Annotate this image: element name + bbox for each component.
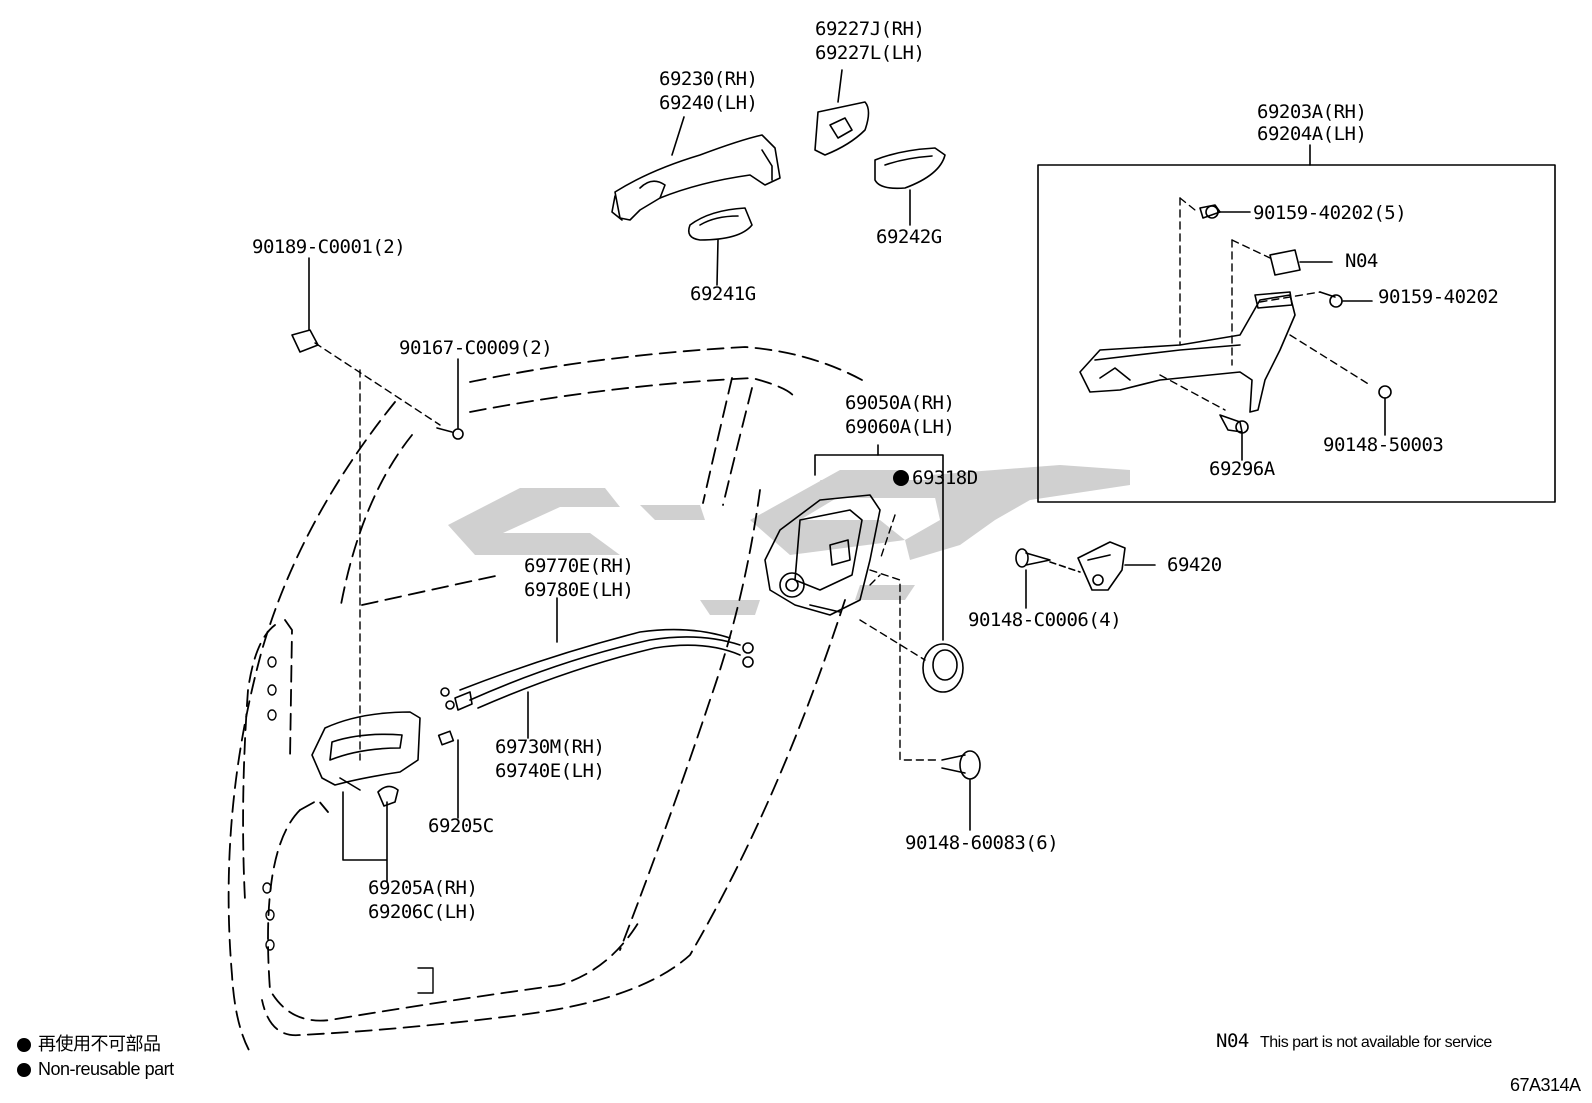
leader-inner bbox=[342, 791, 388, 883]
door-holes bbox=[262, 656, 434, 994]
legend-bullet-jp bbox=[17, 1038, 31, 1052]
label-screw-c0009: 90167-C0009(2) bbox=[399, 337, 553, 359]
seal-ring bbox=[922, 643, 964, 693]
leader-pad-a bbox=[716, 239, 719, 286]
label-frame-rh: 69203A(RH) bbox=[1257, 101, 1367, 123]
leader-handle bbox=[671, 116, 685, 156]
legend-en: Non-reusable part bbox=[38, 1059, 174, 1079]
label-pad-69241g: 69241G bbox=[690, 283, 756, 305]
label-cable-rh: 69770E(RH) bbox=[524, 555, 634, 577]
label-striker-69420: 69420 bbox=[1167, 554, 1222, 576]
label-cable2-rh: 69730M(RH) bbox=[495, 736, 605, 758]
door-outline bbox=[227, 346, 863, 1053]
frame-fasteners bbox=[1199, 204, 1392, 461]
label-clip-69296a: 69296A bbox=[1209, 458, 1275, 480]
non-reusable-marker bbox=[893, 470, 909, 486]
door-lock-cables bbox=[440, 628, 754, 711]
label-retainer-69205c: 69205C bbox=[428, 815, 494, 837]
frame-assembly bbox=[1079, 291, 1296, 413]
label-handle-lh: 69240(LH) bbox=[659, 92, 758, 114]
pad-69241g bbox=[687, 207, 753, 241]
label-inner-lh: 69206C(LH) bbox=[368, 901, 478, 923]
leader-lock bbox=[814, 454, 944, 641]
legend-n04-code: N04 bbox=[1216, 1030, 1249, 1052]
label-cover-lh: 69227L(LH) bbox=[815, 42, 925, 64]
label-lock-rh: 69050A(RH) bbox=[845, 392, 955, 414]
key-cylinder-cover bbox=[814, 101, 870, 156]
label-screw-90159: 90159-40202 bbox=[1378, 286, 1499, 308]
legend-jp: 再使用不可部品 bbox=[38, 1034, 161, 1054]
clip-c0001 bbox=[291, 257, 319, 353]
label-pad-69242g: 69242G bbox=[876, 226, 942, 248]
label-bolt-50003: 90148-50003 bbox=[1323, 434, 1444, 456]
leader-cover bbox=[837, 69, 843, 103]
legend-bullet-en bbox=[17, 1063, 31, 1077]
label-lock-lh: 69060A(LH) bbox=[845, 416, 955, 438]
label-cable-lh: 69780E(LH) bbox=[524, 579, 634, 601]
label-screw-c0006: 90148-C0006(4) bbox=[968, 609, 1122, 631]
label-cable2-lh: 69740E(LH) bbox=[495, 760, 605, 782]
lock-dashes bbox=[859, 514, 941, 761]
figure-code: 67A314A bbox=[1510, 1075, 1581, 1095]
label-handle-rh: 69230(RH) bbox=[659, 68, 758, 90]
outside-handle bbox=[611, 134, 781, 221]
legend-n04-text: This part is not available for service bbox=[1260, 1034, 1492, 1051]
striker bbox=[1077, 541, 1126, 591]
door-lock-assembly bbox=[764, 494, 881, 616]
frame-dashes bbox=[1159, 197, 1371, 411]
label-clip-c0001: 90189-C0001(2) bbox=[252, 236, 406, 258]
inside-handle-cap bbox=[377, 730, 455, 807]
label-n04: N04 bbox=[1345, 250, 1378, 272]
label-frame-lh: 69204A(LH) bbox=[1257, 123, 1367, 145]
watermark-logo bbox=[448, 465, 1130, 615]
label-screw-5: 90159-40202(5) bbox=[1253, 202, 1407, 224]
subassembly-box bbox=[1037, 164, 1556, 503]
screw-c0009 bbox=[436, 358, 464, 440]
bolt-60083 bbox=[941, 750, 981, 780]
label-screw-60083: 90148-60083(6) bbox=[905, 832, 1059, 854]
inside-handle bbox=[311, 711, 421, 791]
clip-dashes bbox=[314, 342, 441, 761]
label-seal-69318d: 69318D bbox=[912, 467, 978, 489]
label-inner-rh: 69205A(RH) bbox=[368, 877, 478, 899]
label-cover-rh: 69227J(RH) bbox=[815, 18, 925, 40]
pad-69242g bbox=[874, 147, 946, 190]
screw-c0006 bbox=[1015, 548, 1081, 573]
